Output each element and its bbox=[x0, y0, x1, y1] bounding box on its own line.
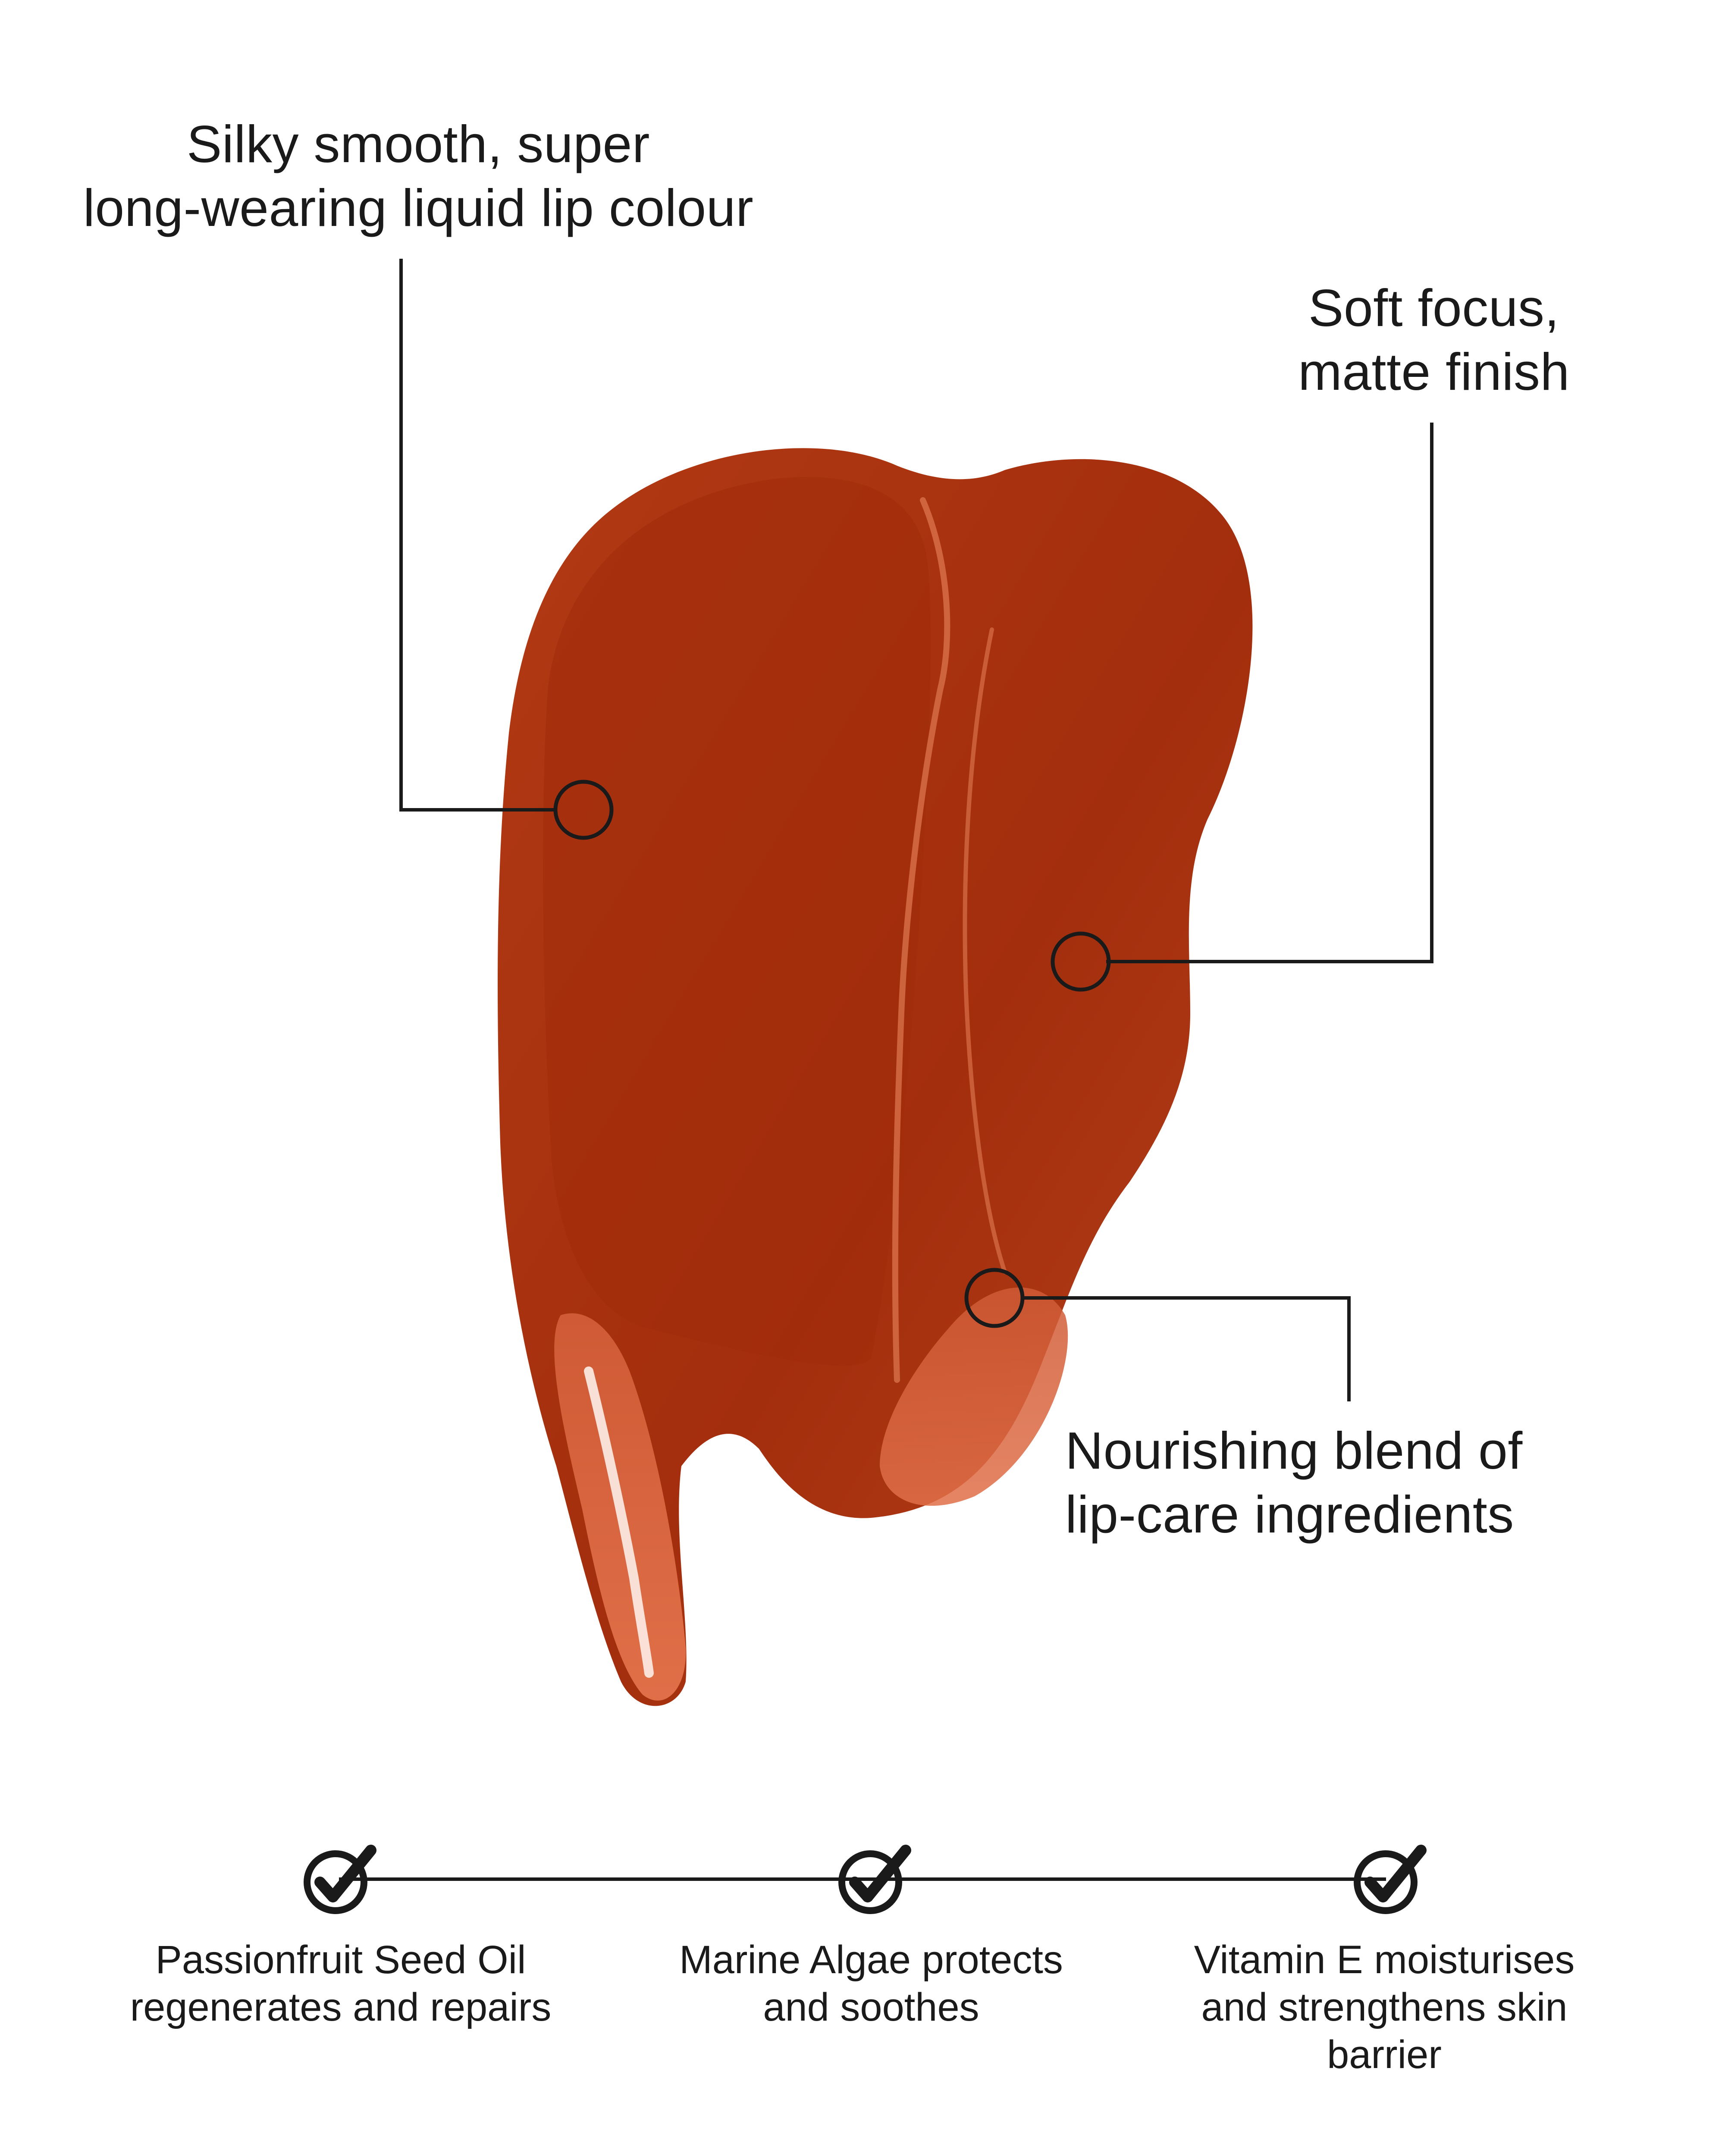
swatch-highlight-streak-2 bbox=[963, 627, 1007, 1274]
callout-silky-smooth: Silky smooth, super long-wearing liquid … bbox=[43, 112, 794, 240]
callout-silky-line2: long-wearing liquid lip colour bbox=[83, 179, 754, 237]
benefit-line: Vitamin E moisturises bbox=[1194, 1938, 1575, 1982]
benefit-line: Marine Algae protects bbox=[679, 1938, 1063, 1982]
callout-line-silky bbox=[399, 259, 556, 812]
benefit-marine-algae: Marine Algae protects and soothes bbox=[617, 1936, 1126, 2031]
callout-silky-line1: Silky smooth, super bbox=[186, 115, 650, 173]
ring-icon bbox=[964, 1268, 1025, 1328]
swatch-lower-highlight bbox=[880, 1287, 1068, 1506]
benefit-line: and strengthens skin bbox=[1201, 1985, 1568, 2029]
benefit-vitamin-e: Vitamin E moisturises and strengthens sk… bbox=[1130, 1936, 1639, 2078]
check-circle-icon bbox=[1354, 1845, 1427, 1914]
callout-line-nourish bbox=[1022, 1296, 1351, 1401]
swatch-highlight-streak bbox=[892, 497, 950, 1383]
benefit-line: barrier bbox=[1327, 2033, 1442, 2077]
callout-nourish-line1: Nourishing blend of bbox=[1065, 1421, 1523, 1480]
benefit-line: regenerates and repairs bbox=[130, 1985, 552, 2029]
benefit-line: Passionfruit Seed Oil bbox=[155, 1938, 526, 1982]
check-circle-icon bbox=[838, 1845, 911, 1914]
benefit-line: and soothes bbox=[763, 1985, 979, 2029]
callout-soft-line2: matte finish bbox=[1298, 342, 1570, 401]
ring-icon bbox=[553, 780, 614, 840]
ring-icon bbox=[1051, 931, 1111, 992]
check-circle-icon bbox=[304, 1845, 376, 1914]
swatch-drip-gloss bbox=[584, 1366, 654, 1678]
benefit-passionfruit: Passionfruit Seed Oil regenerates and re… bbox=[86, 1936, 595, 2031]
swatch-left-lobe bbox=[543, 477, 931, 1366]
callout-nourish-line2: lip-care ingredients bbox=[1065, 1485, 1514, 1544]
callout-soft-focus: Soft focus, matte finish bbox=[1251, 276, 1617, 404]
callout-soft-line1: Soft focus, bbox=[1308, 279, 1559, 337]
callout-line-soft bbox=[1106, 423, 1433, 963]
callout-nourishing-blend: Nourishing blend of lip-care ingredients bbox=[1065, 1419, 1600, 1546]
